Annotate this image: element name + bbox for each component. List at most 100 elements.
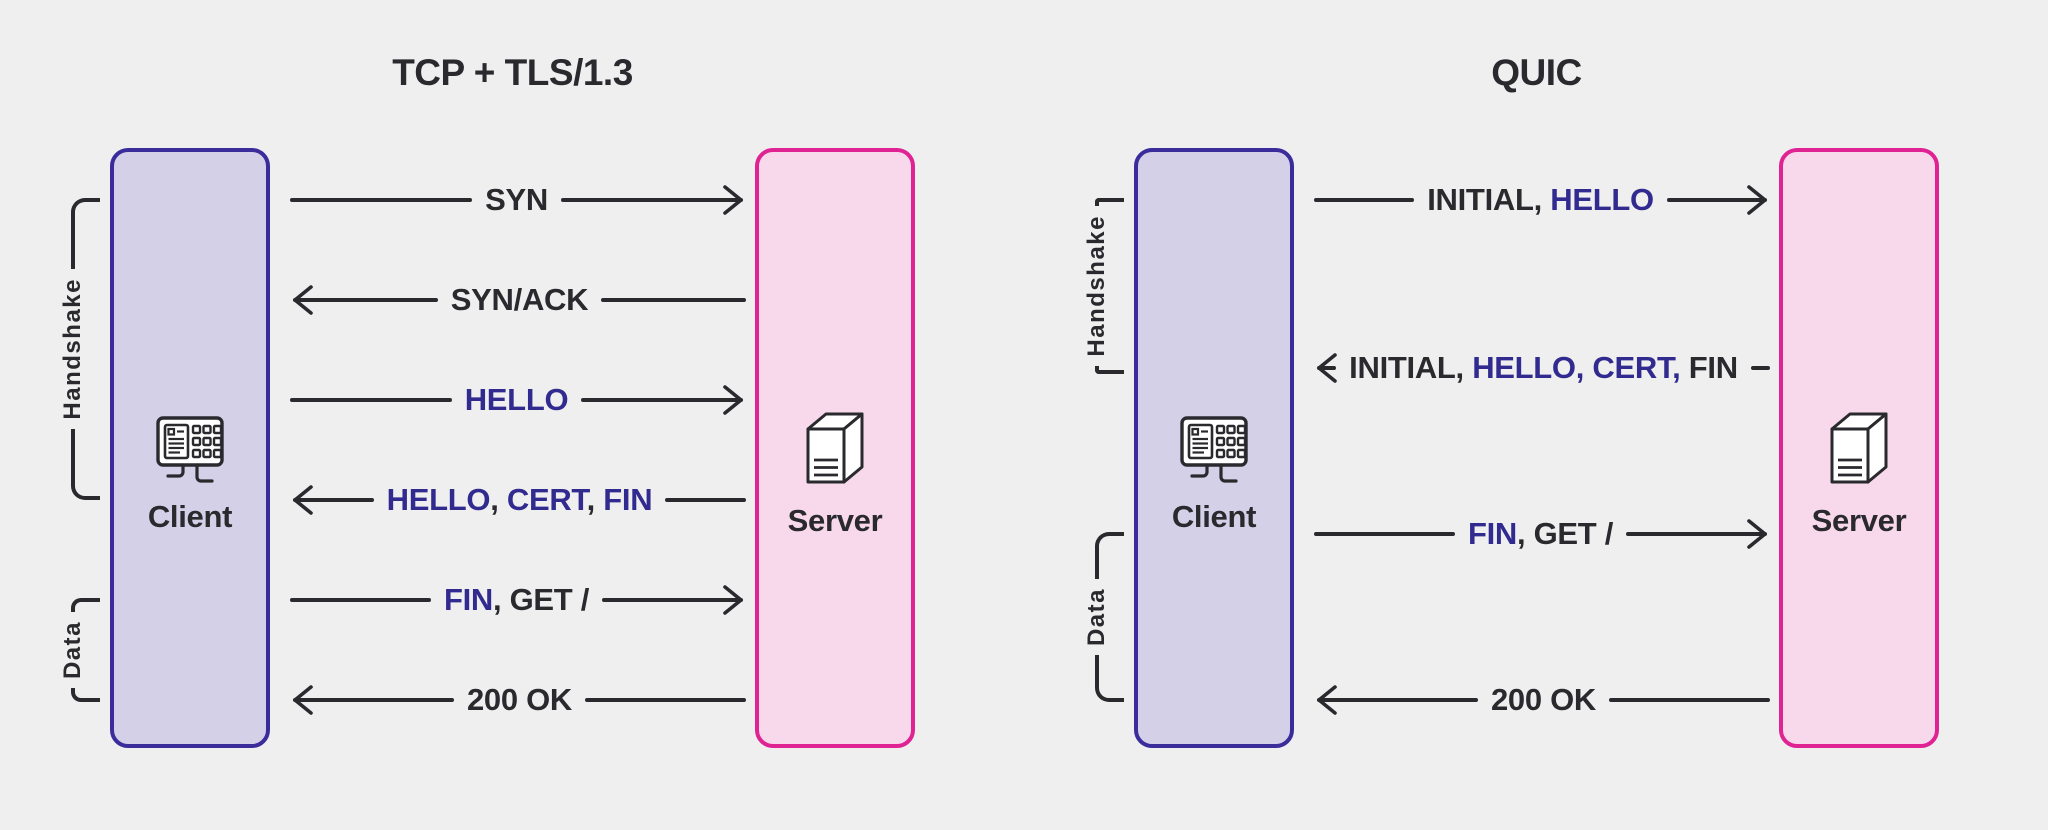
server-tower-icon [798, 409, 872, 489]
server-label: Server [1811, 503, 1907, 538]
client-box: Client [110, 148, 270, 748]
computer-monitor-icon [1174, 413, 1254, 485]
server-tower-icon [1822, 409, 1896, 489]
bracket-line [71, 688, 75, 693]
server-tower-icon [806, 412, 864, 484]
server-box: Server [1779, 148, 1939, 748]
arrow-line [290, 198, 473, 202]
bracket-bottom-corner [71, 478, 100, 500]
message-text-segment: INITIAL, [1349, 350, 1473, 385]
computer-monitor-icon [1180, 416, 1248, 483]
message-text-segment: SYN [485, 182, 548, 217]
bracket-top-corner [1095, 198, 1124, 202]
bracket-line [1095, 554, 1099, 579]
message-label: FIN, GET / [1468, 516, 1613, 552]
arrow-line [1666, 198, 1768, 202]
message-arrow: INITIAL, HELLO, CERT, FIN [1314, 345, 1770, 391]
message-text-segment: HELLO [1550, 182, 1654, 217]
arrow-line [1314, 532, 1455, 536]
handshake-bracket: Handshake [54, 198, 100, 500]
arrow-line [1317, 698, 1478, 702]
message-label: INITIAL, HELLO, CERT, FIN [1349, 350, 1738, 386]
arrowhead-right-icon [1744, 183, 1770, 217]
arrowhead-right-icon [720, 183, 746, 217]
bracket-line [71, 220, 75, 270]
data-bracket-label: Data [1083, 587, 1110, 647]
message-arrow: FIN, GET / [1314, 511, 1770, 557]
arrow-line [560, 198, 743, 202]
bracket-bottom-corner [1095, 680, 1124, 702]
panel-title: TCP + TLS/1.3 [392, 52, 633, 93]
message-text-segment: 200 OK [466, 682, 573, 717]
message-text-segment: FIN [1680, 350, 1738, 385]
message-label: HELLO [465, 382, 569, 418]
arrow-line [290, 398, 452, 402]
data-bracket: Data [54, 598, 100, 702]
handshake-bracket: Handshake [1078, 198, 1124, 374]
message-text-segment: HELLO [386, 482, 491, 517]
message-text-segment: SYN/ACK [450, 282, 589, 317]
bracket-line [1095, 365, 1099, 370]
message-label: SYN/ACK [450, 282, 589, 318]
arrow-line [293, 698, 454, 702]
message-text-segment: HELLO, [1472, 350, 1585, 385]
message-text-segment: FIN [443, 582, 493, 617]
arrow-line [581, 398, 743, 402]
tcp-tls-panel: TCP + TLS/1.3 Client Server SYN SYN/ACK HEL… [54, 52, 915, 748]
bracket-top-corner [71, 598, 100, 608]
message-arrow: FIN, GET / [290, 577, 746, 623]
arrowhead-right-icon [1744, 517, 1770, 551]
bracket-line [71, 607, 75, 612]
bracket-line [1095, 202, 1099, 206]
message-text-segment: , GET / [1516, 516, 1614, 551]
arrow-line [602, 598, 743, 602]
computer-monitor-icon [156, 416, 224, 483]
arrowhead-right-icon [720, 383, 746, 417]
arrow-line [585, 698, 747, 702]
server-label: Server [787, 503, 883, 538]
message-label: 200 OK [467, 682, 572, 718]
message-arrow: HELLO, CERT, FIN [290, 477, 746, 523]
message-arrow: HELLO [290, 377, 746, 423]
data-bracket-label: Data [59, 620, 86, 680]
message-text-segment: CERT [506, 482, 587, 517]
arrow-line [1750, 366, 1770, 370]
arrow-line [293, 498, 374, 502]
server-box: Server [755, 148, 915, 748]
arrow-line [1609, 698, 1771, 702]
arrow-line [293, 298, 438, 302]
handshake-bracket-label: Handshake [1083, 215, 1110, 357]
bracket-bottom-corner [71, 692, 100, 702]
arrow-line [1317, 366, 1337, 370]
bracket-top-corner [71, 198, 100, 220]
message-arrow: SYN [290, 177, 746, 223]
message-arrow: 200 OK [290, 677, 747, 723]
message-label: FIN, GET / [444, 582, 589, 618]
client-label: Client [147, 499, 233, 534]
message-text-segment: , [490, 482, 507, 517]
message-label: 200 OK [1491, 682, 1596, 718]
arrow-line [601, 298, 747, 302]
message-text-segment: 200 OK [1490, 682, 1597, 717]
arrowhead-right-icon [720, 583, 746, 617]
arrow-line [665, 498, 746, 502]
handshake-bracket-label: Handshake [59, 278, 86, 420]
message-text-segment: , GET / [492, 582, 590, 617]
arrow-line [1626, 532, 1767, 536]
message-arrow: 200 OK [1314, 677, 1771, 723]
message-text-segment: FIN [1467, 516, 1517, 551]
server-tower-icon [1830, 412, 1888, 484]
client-label: Client [1171, 499, 1257, 534]
bracket-top-corner [1095, 532, 1124, 554]
client-box: Client [1134, 148, 1294, 748]
message-text-segment: INITIAL, [1427, 182, 1551, 217]
message-label: HELLO, CERT, FIN [387, 482, 653, 518]
message-label: INITIAL, HELLO [1427, 182, 1654, 218]
message-text-segment: HELLO [464, 382, 569, 417]
message-arrow: INITIAL, HELLO [1314, 177, 1770, 223]
message-label: SYN [485, 182, 548, 218]
panel-title: QUIC [1491, 52, 1582, 93]
bracket-line [71, 428, 75, 478]
